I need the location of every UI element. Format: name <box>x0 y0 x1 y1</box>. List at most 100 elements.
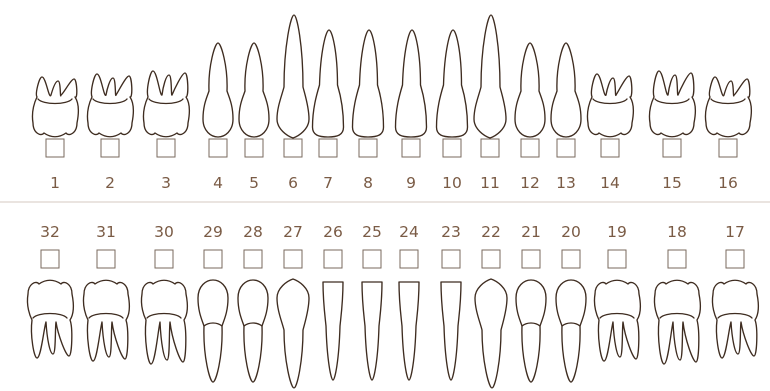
tooth-5-checkbox[interactable] <box>245 139 263 157</box>
tooth-23-incisor-shape[interactable] <box>441 282 461 380</box>
tooth-29-premolar-shape[interactable] <box>198 280 228 382</box>
tooth-13[interactable] <box>551 43 581 137</box>
tooth-6[interactable] <box>277 15 309 138</box>
tooth-27-canine-shape[interactable] <box>277 279 309 388</box>
tooth-4-premolar-shape[interactable] <box>203 43 233 137</box>
tooth-23[interactable] <box>441 282 461 380</box>
tooth-26[interactable] <box>323 282 343 380</box>
tooth-9-checkbox[interactable] <box>402 139 420 157</box>
tooth-24-incisor-shape[interactable] <box>399 282 419 380</box>
tooth-29-checkbox[interactable] <box>204 250 222 268</box>
tooth-18-checkbox[interactable] <box>668 250 686 268</box>
tooth-31-checkbox[interactable] <box>97 250 115 268</box>
tooth-5[interactable] <box>239 43 269 137</box>
tooth-6-checkbox[interactable] <box>284 139 302 157</box>
tooth-15[interactable] <box>649 71 695 137</box>
tooth-3[interactable] <box>143 71 189 137</box>
tooth-7-checkbox[interactable] <box>319 139 337 157</box>
tooth-26-incisor-shape[interactable] <box>323 282 343 380</box>
tooth-31[interactable] <box>83 280 129 361</box>
tooth-3-checkbox[interactable] <box>157 139 175 157</box>
tooth-20-checkbox[interactable] <box>562 250 580 268</box>
tooth-8-checkbox[interactable] <box>359 139 377 157</box>
tooth-11-canine-shape[interactable] <box>474 15 506 138</box>
tooth-6-number-label: 6 <box>288 174 298 192</box>
tooth-21-checkbox[interactable] <box>522 250 540 268</box>
tooth-19-molar-shape[interactable] <box>594 280 640 361</box>
tooth-4[interactable] <box>203 43 233 137</box>
tooth-17[interactable] <box>712 280 758 358</box>
tooth-32-molar-shape[interactable] <box>27 280 73 358</box>
tooth-10[interactable] <box>437 30 468 137</box>
tooth-30[interactable] <box>141 280 187 364</box>
tooth-24-checkbox[interactable] <box>400 250 418 268</box>
tooth-18[interactable] <box>654 280 700 364</box>
tooth-25-incisor-shape[interactable] <box>362 282 382 380</box>
tooth-23-number-label: 23 <box>441 223 461 241</box>
tooth-2-molar-shape[interactable] <box>87 74 133 137</box>
tooth-26-checkbox[interactable] <box>324 250 342 268</box>
tooth-25[interactable] <box>362 282 382 380</box>
tooth-29[interactable] <box>198 280 228 382</box>
tooth-1-checkbox[interactable] <box>46 139 64 157</box>
tooth-31-molar-shape[interactable] <box>83 280 129 361</box>
tooth-19[interactable] <box>594 280 640 361</box>
tooth-14[interactable] <box>587 74 633 137</box>
tooth-11-checkbox[interactable] <box>481 139 499 157</box>
tooth-21-premolar-shape[interactable] <box>516 280 546 382</box>
tooth-13-premolar-shape[interactable] <box>551 43 581 137</box>
tooth-18-molar-shape[interactable] <box>654 280 700 364</box>
tooth-32[interactable] <box>27 280 73 358</box>
tooth-28-checkbox[interactable] <box>244 250 262 268</box>
tooth-22-checkbox[interactable] <box>482 250 500 268</box>
tooth-14-checkbox[interactable] <box>601 139 619 157</box>
tooth-12-premolar-shape[interactable] <box>515 43 545 137</box>
tooth-6-canine-shape[interactable] <box>277 15 309 138</box>
tooth-30-molar-shape[interactable] <box>141 280 187 364</box>
tooth-10-incisor-shape[interactable] <box>437 30 468 137</box>
tooth-1-molar-shape[interactable] <box>32 77 78 137</box>
tooth-10-checkbox[interactable] <box>443 139 461 157</box>
tooth-16-checkbox[interactable] <box>719 139 737 157</box>
upper-number-row: 12345678910111213141516 <box>50 174 738 192</box>
tooth-12-checkbox[interactable] <box>521 139 539 157</box>
tooth-12[interactable] <box>515 43 545 137</box>
tooth-24[interactable] <box>399 282 419 380</box>
tooth-17-checkbox[interactable] <box>726 250 744 268</box>
tooth-7[interactable] <box>313 30 344 137</box>
tooth-25-checkbox[interactable] <box>363 250 381 268</box>
tooth-8-number-label: 8 <box>363 174 373 192</box>
tooth-22[interactable] <box>475 279 507 388</box>
tooth-2-checkbox[interactable] <box>101 139 119 157</box>
tooth-1[interactable] <box>32 77 78 137</box>
tooth-30-number-label: 30 <box>154 223 174 241</box>
tooth-2[interactable] <box>87 74 133 137</box>
tooth-8-incisor-shape[interactable] <box>353 30 384 137</box>
tooth-5-premolar-shape[interactable] <box>239 43 269 137</box>
tooth-28-premolar-shape[interactable] <box>238 280 268 382</box>
tooth-27[interactable] <box>277 279 309 388</box>
tooth-20[interactable] <box>556 280 586 382</box>
tooth-20-premolar-shape[interactable] <box>556 280 586 382</box>
tooth-22-canine-shape[interactable] <box>475 279 507 388</box>
tooth-16-molar-shape[interactable] <box>705 77 751 137</box>
tooth-17-molar-shape[interactable] <box>712 280 758 358</box>
tooth-7-incisor-shape[interactable] <box>313 30 344 137</box>
tooth-9[interactable] <box>396 30 427 137</box>
tooth-13-checkbox[interactable] <box>557 139 575 157</box>
tooth-28[interactable] <box>238 280 268 382</box>
tooth-15-checkbox[interactable] <box>663 139 681 157</box>
tooth-23-checkbox[interactable] <box>442 250 460 268</box>
tooth-19-checkbox[interactable] <box>608 250 626 268</box>
tooth-11[interactable] <box>474 15 506 138</box>
tooth-27-checkbox[interactable] <box>284 250 302 268</box>
tooth-21[interactable] <box>516 280 546 382</box>
tooth-16[interactable] <box>705 77 751 137</box>
tooth-30-checkbox[interactable] <box>155 250 173 268</box>
tooth-22-number-label: 22 <box>481 223 501 241</box>
tooth-14-molar-shape[interactable] <box>587 74 633 137</box>
tooth-9-incisor-shape[interactable] <box>396 30 427 137</box>
tooth-32-checkbox[interactable] <box>41 250 59 268</box>
tooth-4-checkbox[interactable] <box>209 139 227 157</box>
tooth-8[interactable] <box>353 30 384 137</box>
